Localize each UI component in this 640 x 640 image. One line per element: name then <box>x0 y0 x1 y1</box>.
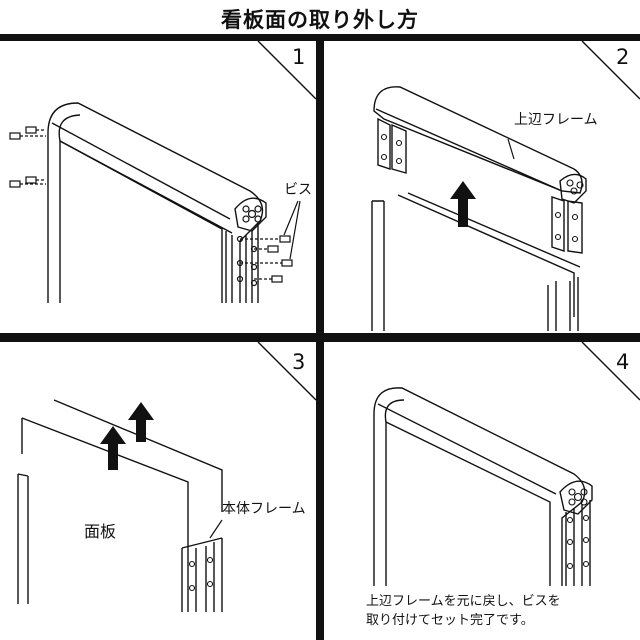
step-3-panel: 3 本体フレーム 面板 <box>0 342 316 640</box>
step-2-drawing <box>371 41 640 331</box>
up-arrow-icon <box>128 402 154 442</box>
completion-caption: 上辺フレームを元に戻し、ビスを 取り付けてセット完了です。 <box>366 592 561 630</box>
up-arrow-icon <box>450 181 476 227</box>
divider-vertical <box>316 34 324 640</box>
step-number: 4 <box>616 350 630 374</box>
top-frame-label: 上辺フレーム <box>514 112 598 128</box>
caption-line: 上辺フレームを元に戻し、ビスを <box>366 594 561 609</box>
panel-label: 面板 <box>84 522 117 541</box>
step-number: 1 <box>292 45 306 69</box>
body-frame-label: 本体フレーム <box>222 501 306 517</box>
screw-icon <box>9 132 46 140</box>
step-4-drawing <box>373 342 640 586</box>
step-number: 3 <box>292 350 306 374</box>
corner-line <box>257 41 316 100</box>
step-number: 2 <box>616 45 630 69</box>
step-3-drawing <box>17 342 316 612</box>
caption-line: 取り付けてセット完了です。 <box>366 613 534 628</box>
top-frame <box>373 86 583 194</box>
step-1-panel: 1 ビス <box>0 41 316 333</box>
screw-label: ビス <box>284 182 312 198</box>
step-4-panel: 4 上辺フレームを元に戻し、ビスを 取り付けてセット完了です。 <box>324 342 640 640</box>
page-title: 看板面の取り外し方 <box>221 8 419 32</box>
step-2-panel: 2 上辺フレーム <box>324 41 640 333</box>
frame-outer <box>373 387 586 586</box>
step-1-drawing <box>9 41 316 303</box>
frame-outer <box>47 102 264 303</box>
up-arrow-icon <box>100 426 126 470</box>
